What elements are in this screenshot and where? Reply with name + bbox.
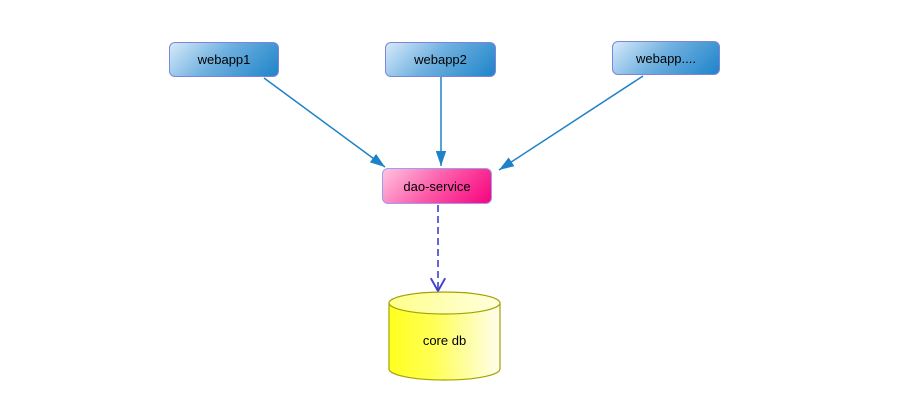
node-webapp2[interactable]: webapp2 [385,42,496,77]
edge-webapp1-to-dao-service [263,77,386,168]
edge-webapp-more-to-dao-service [498,75,644,171]
node-core-db[interactable]: core db [389,292,500,380]
node-core-db-label: core db [422,333,467,348]
node-dao-service-label: dao-service [403,178,471,194]
node-webapp2-label: webapp2 [414,52,467,67]
node-webapp-more-label: webapp.... [636,50,696,66]
node-webapp1[interactable]: webapp1 [169,42,279,77]
node-dao-service[interactable]: dao-service [382,168,492,204]
node-webapp-more[interactable]: webapp.... [612,41,720,75]
node-webapp1-label: webapp1 [197,52,251,67]
